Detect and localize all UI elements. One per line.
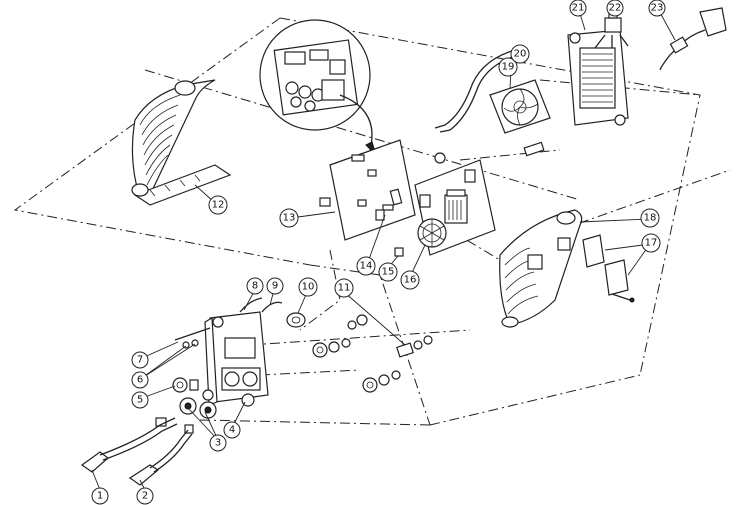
side-panel-left (131, 79, 232, 206)
svg-text:7: 7 (137, 355, 143, 366)
svg-text:22: 22 (609, 3, 622, 14)
svg-text:5: 5 (137, 395, 143, 406)
output-sockets (155, 397, 217, 434)
svg-text:6: 6 (137, 375, 143, 386)
callout-p17: 17 (641, 233, 661, 253)
output-connector-nut (172, 377, 199, 393)
assembly-guide-lines (13, 17, 731, 426)
svg-text:15: 15 (382, 267, 395, 278)
callout-p21: 21 (569, 0, 587, 17)
callout-p12: 12 (208, 195, 228, 215)
svg-text:20: 20 (514, 49, 527, 60)
callout-p13: 13 (279, 208, 299, 228)
power-switch (594, 11, 629, 49)
svg-text:1: 1 (97, 491, 103, 502)
svg-text:2: 2 (142, 491, 148, 502)
svg-text:13: 13 (283, 213, 296, 224)
svg-text:14: 14 (360, 261, 373, 272)
svg-text:23: 23 (651, 3, 664, 14)
callout-p19: 19 (498, 57, 518, 77)
cable-plug (659, 7, 727, 71)
indicator-wires (239, 297, 283, 313)
svg-text:17: 17 (645, 238, 658, 249)
main-control-board (319, 139, 446, 241)
welding-clamps (80, 417, 193, 486)
svg-text:19: 19 (502, 62, 515, 73)
cooling-fan (489, 79, 551, 157)
front-fasteners (174, 327, 211, 349)
callout-p23: 23 (648, 0, 666, 17)
callout-p8: 8 (246, 277, 264, 295)
callout-p9: 9 (266, 277, 284, 295)
small-components (375, 188, 404, 257)
svg-text:10: 10 (302, 282, 315, 293)
side-panel-right (499, 209, 583, 328)
svg-text:12: 12 (212, 200, 225, 211)
svg-text:18: 18 (644, 213, 657, 224)
callout-p3: 3 (209, 434, 227, 452)
callout-p16: 16 (400, 270, 420, 290)
pcb-detail-magnifier (259, 19, 377, 156)
svg-text:8: 8 (252, 281, 258, 292)
front-panel (202, 311, 269, 407)
svg-text:4: 4 (229, 425, 235, 436)
rear-panel (567, 29, 629, 126)
terminal-hardware (312, 314, 433, 393)
control-knob (286, 312, 306, 328)
callout-p20: 20 (510, 44, 530, 64)
svg-text:11: 11 (338, 283, 351, 294)
svg-text:9: 9 (272, 281, 278, 292)
callout-p14: 14 (356, 256, 376, 276)
callout-p22: 22 (606, 0, 624, 17)
mounting-brackets (582, 234, 635, 303)
callout-p15: 15 (378, 262, 398, 282)
power-board (414, 159, 496, 256)
svg-text:3: 3 (215, 438, 221, 449)
callout-p2: 2 (136, 487, 154, 505)
callout-p18: 18 (640, 208, 660, 228)
callout-p4: 4 (223, 421, 241, 439)
impeller-fan (417, 218, 447, 248)
callout-p6: 6 (131, 371, 149, 389)
callout-p11: 11 (334, 278, 354, 298)
callout-p10: 10 (298, 277, 318, 297)
svg-text:16: 16 (404, 275, 417, 286)
svg-text:21: 21 (572, 3, 585, 14)
callout-p1: 1 (91, 487, 109, 505)
callout-p7: 7 (131, 351, 149, 369)
callout-p5: 5 (131, 391, 149, 409)
